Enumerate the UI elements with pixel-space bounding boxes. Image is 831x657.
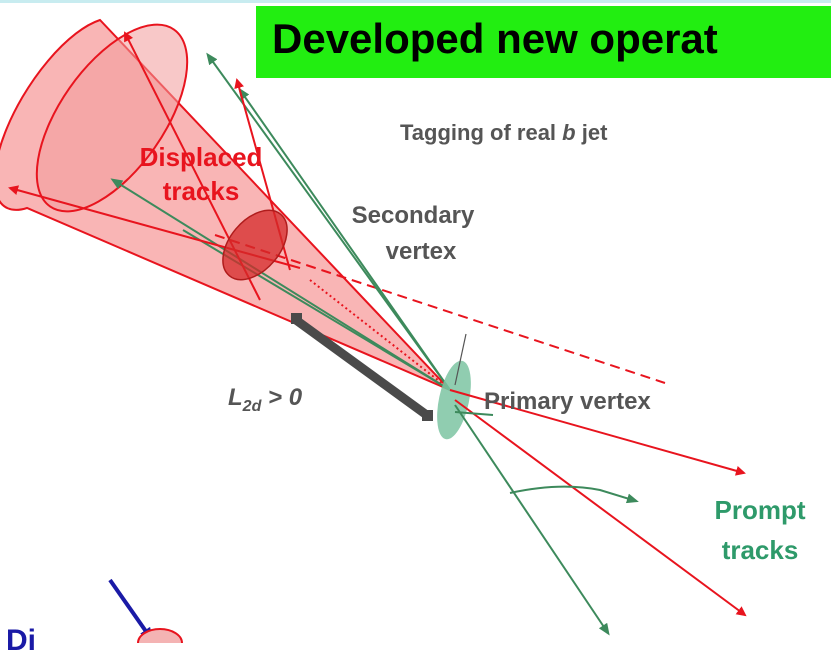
subtitle-label: Tagging of real b jet bbox=[400, 120, 607, 146]
prompt-green-track-2 bbox=[454, 411, 494, 416]
subtitle-text: Tagging of real bbox=[400, 120, 557, 145]
l2d-arrow bbox=[293, 316, 431, 420]
prompt-red-track-2 bbox=[454, 399, 747, 617]
l2d-arrow-head-end bbox=[422, 410, 433, 421]
cone-mouth-ellipse bbox=[35, 23, 189, 213]
bottom-blue-arrow bbox=[108, 578, 154, 642]
primary-vertex-ellipse bbox=[437, 360, 471, 440]
prompt-red-track-1 bbox=[449, 389, 746, 476]
jet-diagram bbox=[0, 18, 747, 643]
subtitle-italic-b: b bbox=[562, 120, 576, 145]
l2d-label: L2d > 0 bbox=[228, 384, 302, 416]
primary-vertex-text: Primary vertex bbox=[484, 388, 651, 415]
title-banner: Developed new operat bbox=[256, 6, 831, 78]
prompt-tracks-label: Prompt tracks bbox=[690, 490, 830, 570]
primary-vertex-label: Primary vertex bbox=[484, 388, 651, 416]
primary-vertex-pointer bbox=[454, 333, 467, 386]
l2d-subscript: 2d bbox=[242, 397, 262, 415]
displaced-line1: Displaced bbox=[139, 142, 263, 172]
l2d-arrow-head-start bbox=[291, 313, 302, 324]
secondary-line1: Secondary bbox=[351, 202, 475, 229]
bottom-left-text: Di bbox=[6, 624, 36, 657]
bottom-red-blob bbox=[137, 628, 183, 643]
displaced-line2: tracks bbox=[162, 176, 240, 206]
green-track-1 bbox=[206, 52, 451, 391]
prompt-line1: Prompt bbox=[714, 495, 806, 525]
bottom-left-label: Di bbox=[6, 626, 36, 656]
green-track-2 bbox=[238, 87, 451, 391]
flight-path-dotted bbox=[309, 279, 449, 389]
prompt-green-curve bbox=[509, 485, 639, 504]
secondary-vertex-ellipse bbox=[222, 209, 288, 281]
prompt-line2: tracks bbox=[721, 535, 799, 565]
displaced-tracks-label: Displaced tracks bbox=[116, 140, 286, 208]
secondary-line2: vertex bbox=[385, 238, 457, 265]
l2d-main: L bbox=[228, 384, 243, 411]
green-track-3 bbox=[110, 178, 451, 391]
subtitle-end: jet bbox=[581, 120, 608, 145]
secondary-vertex-label: Secondary vertex bbox=[318, 198, 508, 270]
banner-title: Developed new operat bbox=[272, 15, 718, 62]
top-strip bbox=[0, 0, 831, 3]
prompt-green-track-1 bbox=[454, 404, 610, 636]
l2d-rest: > 0 bbox=[261, 384, 303, 411]
